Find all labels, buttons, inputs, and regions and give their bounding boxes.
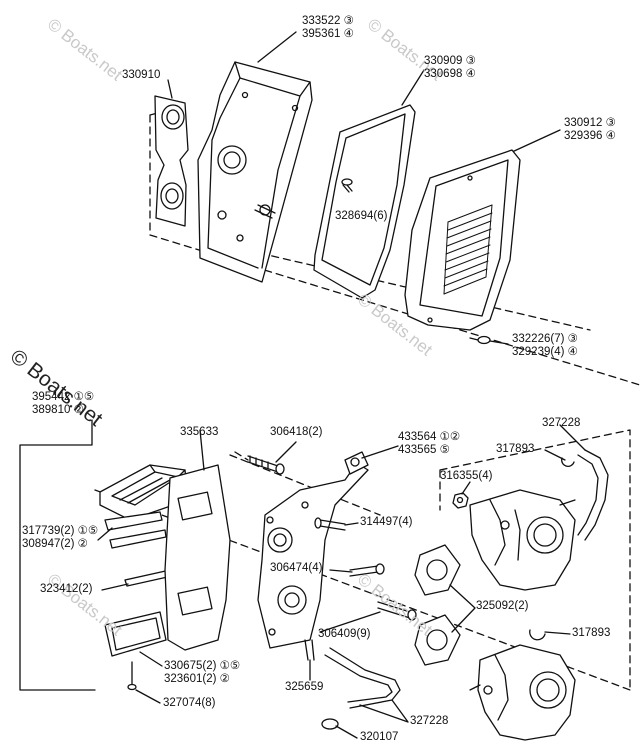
leader-306474 xyxy=(329,569,353,573)
gasket-335633 xyxy=(164,464,231,651)
label-327228-lower: 327228 xyxy=(410,715,449,727)
bolt-314497 xyxy=(314,517,346,531)
label-306418: 306418(2) xyxy=(270,426,323,438)
fitting-325659 xyxy=(304,639,315,661)
leader-335633 xyxy=(199,429,205,471)
label-323412: 323412(2) xyxy=(40,583,93,595)
label-314497: 314497(4) xyxy=(360,516,413,528)
leader-306418 xyxy=(275,441,297,463)
leader-433564 xyxy=(361,445,399,459)
intake-manifold xyxy=(257,451,369,649)
fuel-tube-lower-327228 xyxy=(324,647,401,709)
bracket-reed-group xyxy=(19,419,96,691)
leader-333522 xyxy=(257,31,297,63)
cover-plate-330912 xyxy=(404,149,521,331)
leader-316355 xyxy=(461,481,471,495)
label-320107: 320107 xyxy=(360,731,399,743)
label-327074: 327074(8) xyxy=(163,697,216,709)
screw-327074 xyxy=(127,661,137,691)
leader-317893b xyxy=(544,631,571,635)
gasket-325092 xyxy=(414,544,461,666)
leader-327074 xyxy=(135,689,161,704)
leader-317739 xyxy=(97,527,113,541)
screw-332226 xyxy=(469,335,491,345)
leader-323412 xyxy=(101,583,129,591)
carburetor-upper xyxy=(469,489,576,591)
bolt-306409 xyxy=(377,601,417,621)
label-325092: 325092(2) xyxy=(476,600,529,612)
assembly-dash-right xyxy=(439,429,631,691)
label-317893-lower: 317893 xyxy=(572,627,611,639)
label-316355: 316355(4) xyxy=(440,470,493,482)
clip-320107 xyxy=(321,718,339,730)
label-335633: 335633 xyxy=(180,426,219,438)
screw-328694 xyxy=(341,178,353,193)
label-306474: 306474(4) xyxy=(270,562,323,574)
fuel-tube-upper-327228 xyxy=(577,449,609,541)
gasket-330910 xyxy=(154,95,189,227)
reed-plate-330675 xyxy=(104,611,167,657)
reed-petals-317739 xyxy=(104,511,167,549)
leader-306409 xyxy=(319,611,381,633)
clip-317893-upper xyxy=(561,457,575,467)
leader-320107 xyxy=(335,725,358,739)
bolt-306418 xyxy=(247,455,285,475)
bolt-306474 xyxy=(349,563,385,577)
leader-330675 xyxy=(139,651,163,667)
label-328694: 328694(6) xyxy=(335,210,388,222)
label-330910: 330910 xyxy=(122,69,161,81)
label-325659: 325659 xyxy=(285,681,324,693)
carburetor-lower xyxy=(469,644,576,741)
leader-330912 xyxy=(511,129,561,153)
leader-325092 xyxy=(449,584,476,633)
leader-317893a xyxy=(544,449,566,461)
leader-327228a xyxy=(559,424,586,451)
leader-332226 xyxy=(489,340,509,345)
label-306409: 306409(9) xyxy=(318,628,371,640)
leader-314497 xyxy=(344,522,359,526)
gasket-330909 xyxy=(313,104,416,299)
leader-327228b xyxy=(359,699,409,723)
cover-housing-333522 xyxy=(197,61,313,283)
washer-316355 xyxy=(452,492,469,509)
label-317893-upper: 317893 xyxy=(496,443,535,455)
clip-317893-lower xyxy=(529,629,546,641)
leader-330909 xyxy=(401,69,425,106)
leader-330910 xyxy=(167,79,173,99)
label-327228-upper: 327228 xyxy=(542,417,581,429)
